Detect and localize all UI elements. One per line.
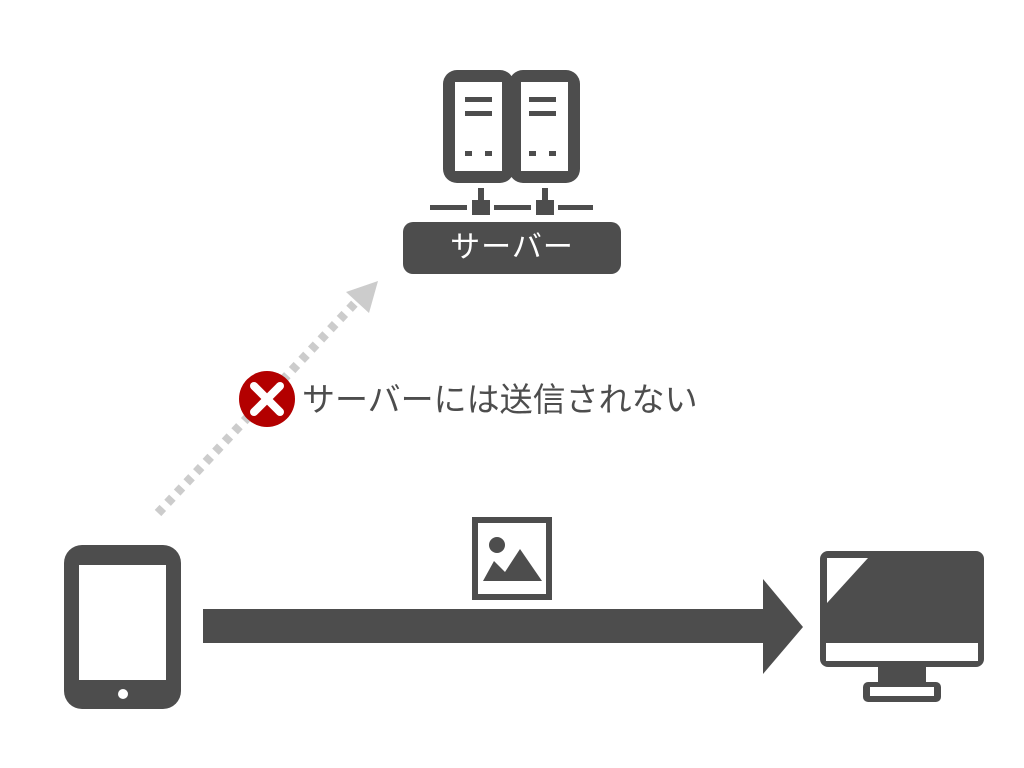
server-label: サーバー	[403, 222, 621, 274]
transfer-arrow	[203, 579, 803, 674]
x-circle-icon	[239, 371, 295, 427]
desktop-monitor-icon	[820, 551, 984, 702]
blocked-note: サーバーには送信されない	[302, 380, 698, 419]
image-icon	[472, 517, 552, 600]
blocked-path-arrowhead	[346, 281, 378, 313]
tablet-icon	[64, 545, 181, 709]
server-icon	[430, 70, 593, 215]
